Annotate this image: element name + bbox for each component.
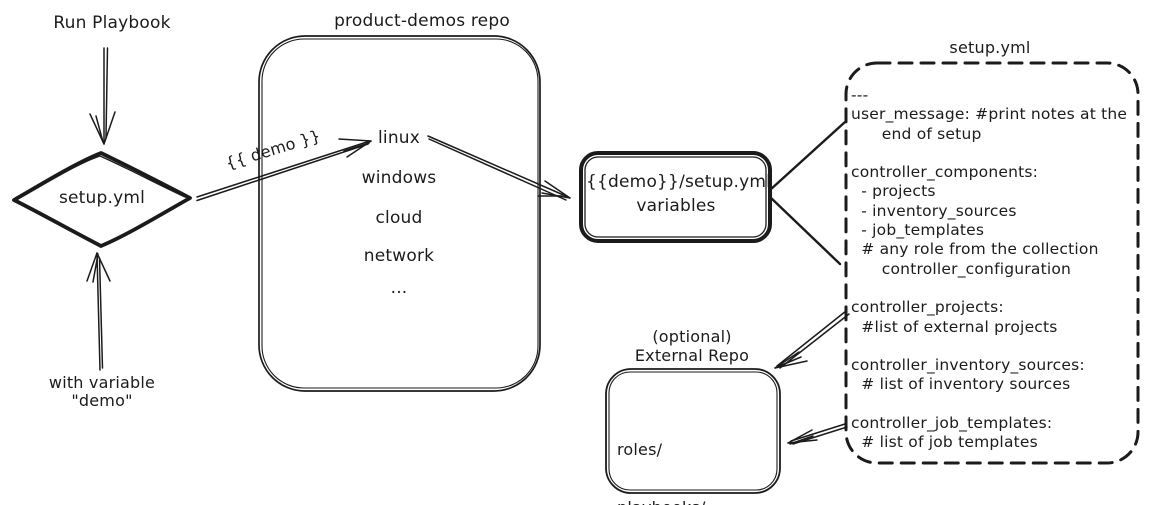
linux-to-variables-arrow [427,135,571,201]
run-playbook-label: Run Playbook [53,13,171,33]
setup-yml-dashed-box [844,61,1140,465]
yaml-line: --- [851,86,869,104]
product-demos-repo-box [258,35,541,392]
external-repo-item: playbooks/ [617,498,706,505]
yaml-line [851,144,1141,163]
with-variable-label-line2: "demo" [71,391,133,410]
variables-to-setupyml-line-top [768,120,847,192]
variables-to-setupyml-lines [768,120,847,266]
variables-box-label-line2: variables [636,196,716,216]
repo-item-linux: linux [377,128,421,148]
yaml-line: controller_job_templates: [851,414,1053,433]
yaml-line [851,279,1141,298]
yaml-line: - projects [851,182,936,201]
repo-item-ellipsis: ... [390,278,408,298]
variables-box-label-line1: {{demo}}/setup.yml [586,172,772,192]
setup-yml-title: setup.yml [949,38,1031,57]
external-repo-box [605,368,781,494]
variables-to-setupyml-line-bottom [768,195,842,266]
repo-title: product-demos repo [334,11,510,31]
yaml-line: end of setup [851,124,982,143]
yaml-line: controller_projects: [851,298,1004,317]
repo-item-network: network [363,246,435,266]
repo-item-cloud: cloud [375,208,423,228]
repo-item-windows: windows [361,168,437,188]
yaml-line: # any role from the collection [851,240,1099,259]
setupyml-to-external-arrow-top [774,310,850,369]
external-repo-item: roles/ [617,440,663,459]
yaml-line: # list of job templates [851,433,1038,452]
demo-to-linux-arrow [196,138,372,202]
setupyml-to-external-arrow-bottom [787,423,848,445]
yaml-line: - job_templates [851,221,985,240]
yaml-line: # list of inventory sources [851,375,1071,394]
yaml-line: controller_inventory_sources: [851,356,1085,375]
setup-yml-content: --- user_message: #print notes at the en… [851,86,1141,453]
yaml-line: controller_components: [851,163,1039,182]
external-repo-title-line2: External Repo [634,346,750,365]
yaml-line [851,395,1141,414]
run-playbook-arrow [89,47,116,145]
yaml-line: #list of external projects [851,317,1058,336]
setup-diamond [12,151,192,248]
with-variable-label-line1: with variable [48,373,156,392]
yaml-line: - inventory_sources [851,201,1017,220]
diamond-label: setup.yml [58,188,146,208]
external-repo-title-line1: (optional) [652,327,732,346]
with-variable-arrow [86,252,111,371]
yaml-line [851,337,1141,356]
yaml-line: controller_configuration [851,259,1072,278]
yaml-line: user_message: #print notes at the [851,105,1128,124]
external-repo-content: roles/ playbooks/ .... [617,402,706,505]
